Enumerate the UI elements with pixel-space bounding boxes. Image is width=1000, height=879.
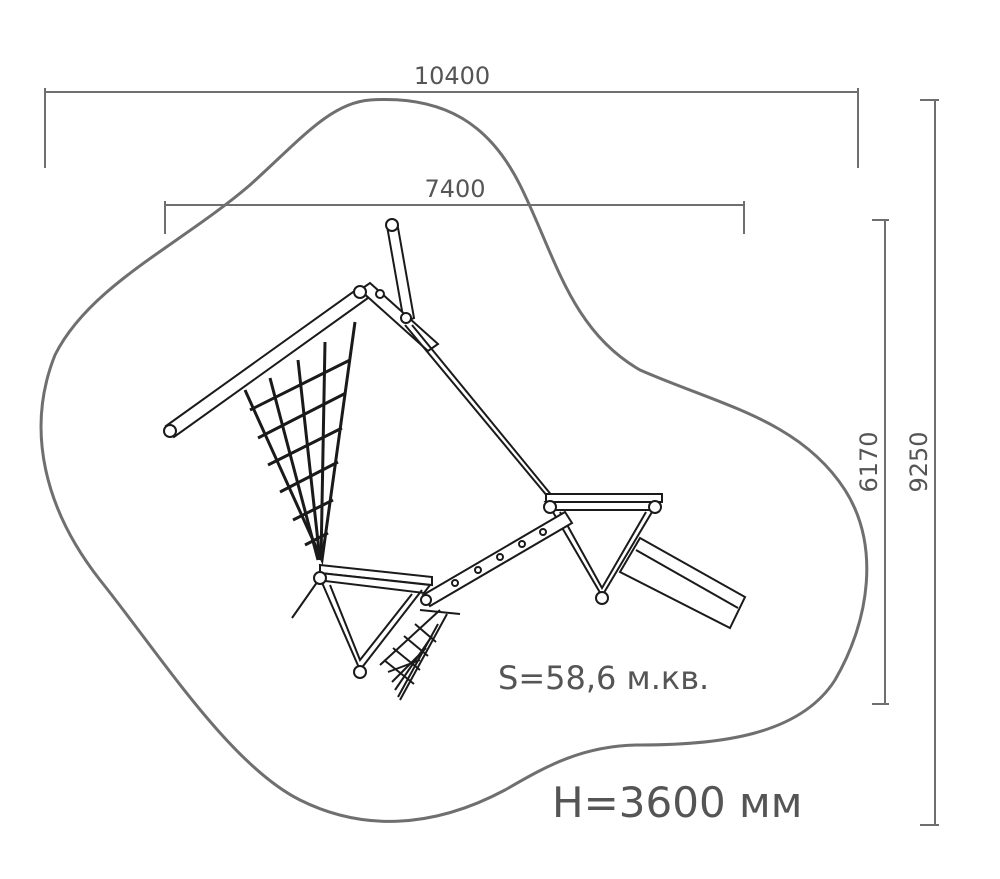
climbing-net — [243, 321, 357, 566]
top-joint — [353, 285, 367, 299]
beam-end-cap — [163, 424, 177, 438]
area-label: S=58,6 м.кв. — [498, 659, 709, 697]
dimension-overall-height: 9250 — [905, 99, 939, 826]
top-post-cap — [385, 218, 399, 232]
top-joint-small — [375, 289, 385, 299]
right-platform — [543, 493, 663, 605]
diagonal-rope-b — [411, 324, 554, 498]
slide — [618, 536, 747, 630]
ladder-net — [379, 609, 461, 701]
dimension-overall-height-label: 9250 — [905, 431, 933, 492]
diagonal-rope-a — [404, 324, 549, 498]
dimension-structure-height-label: 6170 — [855, 431, 883, 492]
dimension-overall-width: 10400 — [44, 62, 859, 168]
safety-zone-outline — [39, 97, 869, 823]
play-structure — [163, 218, 747, 701]
height-label: H=3600 мм — [552, 778, 802, 827]
top-joint-2 — [400, 312, 412, 324]
dimension-overall-width-label: 10400 — [414, 62, 490, 90]
bridge-beam — [420, 510, 574, 608]
left-platform — [291, 563, 433, 679]
dimension-structure-width: 7400 — [164, 175, 745, 234]
upper-left-beam — [164, 285, 370, 439]
dimension-structure-height: 6170 — [855, 219, 889, 705]
dimension-structure-width-label: 7400 — [424, 175, 485, 203]
